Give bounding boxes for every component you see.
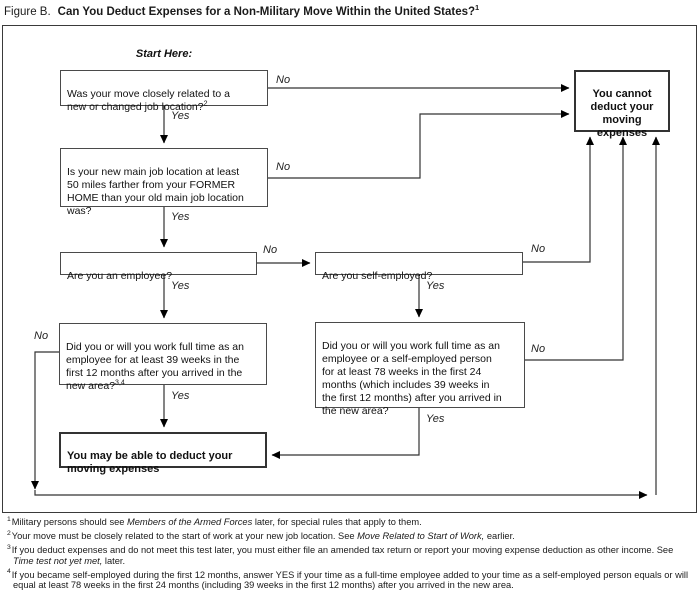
box-q-78-weeks: Did you or will you work full time as an… xyxy=(315,322,525,417)
footnote-ref-2: 2 xyxy=(203,100,208,108)
label-no-50-miles: No xyxy=(276,161,291,173)
label-no-39-weeks: No xyxy=(34,330,49,342)
footnote-4-marker: 4 xyxy=(7,568,11,576)
footnote-3-text: If you deduct expenses and do not meet t… xyxy=(11,545,674,566)
edge-39-weeks-no-across xyxy=(34,490,648,499)
label-no-move-related: No xyxy=(276,74,291,86)
label-yes-50-miles: Yes xyxy=(171,211,190,223)
edge-self-employed-no xyxy=(523,136,594,263)
box-q-50-miles-text: Is your new main job location at least 5… xyxy=(67,166,244,217)
label-yes-self-employed: Yes xyxy=(426,280,445,292)
box-q-move-related-text: Was your move closely related to a new o… xyxy=(67,88,231,113)
footnote-1-marker: 1 xyxy=(7,515,11,523)
box-outcome-may-deduct-text: You may be able to deduct your moving ex… xyxy=(67,450,233,475)
box-outcome-may-deduct: You may be able to deduct your moving ex… xyxy=(59,432,267,475)
box-q-self-employed-text: Are you self-employed? xyxy=(322,270,433,282)
footnote-2-text: Your move must be closely related to the… xyxy=(11,531,515,541)
box-q-39-weeks: Did you or will you work full time as an… xyxy=(59,323,267,392)
footnote-4-text: If you became self-employed during the f… xyxy=(11,569,689,591)
label-yes-78-weeks: Yes xyxy=(426,413,445,425)
box-q-employee: Are you an employee? xyxy=(60,252,257,282)
footnote-2-marker: 2 xyxy=(7,529,11,537)
box-q-39-weeks-text: Did you or will you work full time as an… xyxy=(66,341,244,392)
edge-78-weeks-yes xyxy=(271,408,420,459)
footnote-3: 3If you deduct expenses and do not meet … xyxy=(4,543,696,566)
box-q-employee-text: Are you an employee? xyxy=(67,270,173,282)
footnote-1: 1Military persons should see Members of … xyxy=(4,515,696,528)
footnote-2: 2Your move must be closely related to th… xyxy=(4,529,696,542)
footnote-3-marker: 3 xyxy=(7,543,11,551)
label-no-78-weeks: No xyxy=(531,343,546,355)
label-no-self-employed: No xyxy=(531,243,546,255)
box-outcome-cannot-deduct: You cannot deduct your moving expenses xyxy=(574,70,670,139)
footnotes: 1Military persons should see Members of … xyxy=(4,515,696,594)
label-yes-employee: Yes xyxy=(171,280,190,292)
footnote-ref-3-4: 3,4 xyxy=(115,379,125,387)
box-q-self-employed: Are you self-employed? xyxy=(315,252,523,282)
box-q-move-related: Was your move closely related to a new o… xyxy=(60,70,268,113)
footnote-1-text: Military persons should see Members of t… xyxy=(11,517,422,527)
figure-title-text: Can You Deduct Expenses for a Non-Milita… xyxy=(57,5,476,18)
start-here-label: Start Here: xyxy=(135,48,193,60)
figure-label: Figure B. xyxy=(4,5,51,18)
box-q-78-weeks-text: Did you or will you work full time as an… xyxy=(322,340,502,417)
edge-78-weeks-no xyxy=(525,136,627,361)
box-outcome-cannot-deduct-text: You cannot deduct your moving expenses xyxy=(590,88,654,139)
title-footnote-ref: 1 xyxy=(475,3,480,12)
edge-50-miles-no xyxy=(268,110,570,179)
label-no-employee: No xyxy=(263,244,278,256)
edge-39-weeks-no-down xyxy=(31,351,59,490)
label-yes-39-weeks: Yes xyxy=(171,390,190,402)
label-yes-move-related: Yes xyxy=(171,110,190,122)
box-q-50-miles: Is your new main job location at least 5… xyxy=(60,148,268,217)
figure-title: Figure B. Can You Deduct Expenses for a N… xyxy=(4,3,479,18)
footnote-4: 4If you became self-employed during the … xyxy=(4,568,696,591)
